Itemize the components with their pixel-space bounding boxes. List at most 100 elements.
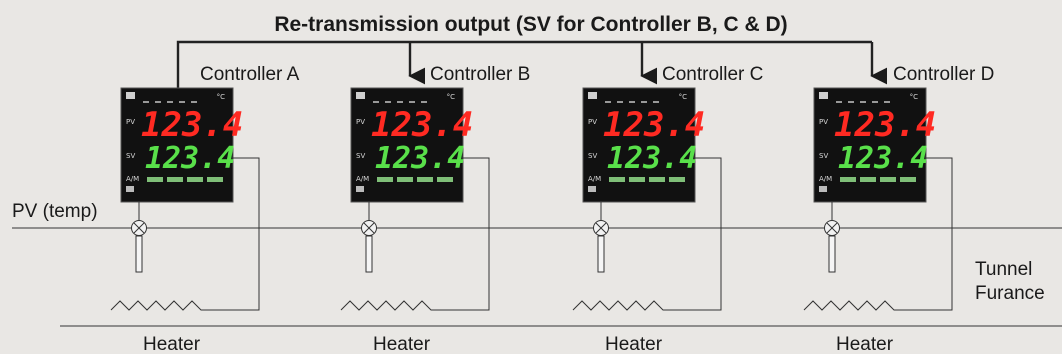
sensor-probe (828, 235, 836, 273)
status-lamp (836, 101, 842, 103)
panel-key (900, 177, 916, 182)
status-lamp (409, 101, 415, 103)
am-key: A/M (588, 175, 601, 183)
unit-indicator: °C (679, 93, 688, 101)
status-lamp (641, 101, 647, 103)
panel-key (880, 177, 896, 182)
brand-logo (819, 92, 828, 99)
status-lamp (167, 101, 173, 103)
panel-key (629, 177, 645, 182)
panel-button (126, 186, 134, 192)
tunnel-label: Tunnel (975, 259, 1032, 280)
am-key: A/M (126, 175, 139, 183)
sv-tag: SV (819, 152, 828, 160)
status-lamp (653, 101, 659, 103)
diagram-title: Re-transmission output (SV for Controlle… (274, 13, 787, 36)
panel-button (819, 186, 827, 192)
heater-label: Heater (373, 334, 431, 354)
panel-button (356, 186, 364, 192)
pv-tag: PV (356, 118, 365, 126)
am-key: A/M (356, 175, 369, 183)
heater-element (803, 300, 906, 311)
pv-display: 123.4 (834, 105, 936, 145)
status-lamp (179, 101, 185, 103)
controller-panel (350, 87, 464, 203)
unit-indicator: °C (910, 93, 919, 101)
status-lamp (397, 101, 403, 103)
sv-tag: SV (356, 152, 365, 160)
pv-tag: PV (588, 118, 597, 126)
heater-element (340, 300, 443, 311)
status-lamp (605, 101, 611, 103)
controller-d-label: Controller D (893, 64, 994, 85)
status-lamp (143, 101, 149, 103)
heater-label: Heater (836, 334, 894, 354)
sensor-cross-b (133, 222, 145, 234)
controller-panel (120, 87, 234, 203)
pv-display: 123.4 (603, 105, 705, 145)
controller-panel (582, 87, 696, 203)
panel-key (649, 177, 665, 182)
heater-label: Heater (605, 334, 663, 354)
panel-key (187, 177, 203, 182)
sensor-probe (135, 235, 143, 273)
controller-c-label: Controller C (662, 64, 763, 85)
status-lamp (421, 101, 427, 103)
brand-logo (126, 92, 135, 99)
panel-button (588, 186, 596, 192)
output-wire (675, 157, 722, 311)
status-lamp (848, 101, 854, 103)
sensor-probe (365, 235, 373, 273)
sv-display: 123.4 (145, 141, 235, 176)
status-lamp (617, 101, 623, 103)
status-lamp (385, 101, 391, 103)
sensor-probe (597, 235, 605, 273)
sensor-cross-b (826, 222, 838, 234)
status-lamp (884, 101, 890, 103)
panel-key (377, 177, 393, 182)
status-lamp (155, 101, 161, 103)
sensor-cross-b (595, 222, 607, 234)
status-lamp (191, 101, 197, 103)
panel-key (669, 177, 685, 182)
status-lamp (629, 101, 635, 103)
pv-tag: PV (819, 118, 828, 126)
status-lamp (872, 101, 878, 103)
pv-display: 123.4 (371, 105, 473, 145)
sv-display: 123.4 (838, 141, 928, 176)
retransmission-bus (176, 40, 888, 88)
panel-key (840, 177, 856, 182)
status-lamp (860, 101, 866, 103)
brand-logo (356, 92, 365, 99)
status-lamp (373, 101, 379, 103)
heater-label: Heater (143, 334, 201, 354)
furnace-label: Furance (975, 283, 1045, 304)
panel-key (207, 177, 223, 182)
sensor-cross-b (363, 222, 375, 234)
sv-tag: SV (126, 152, 135, 160)
output-wire (906, 157, 953, 311)
controller-a-label: Controller A (200, 64, 300, 85)
panel-key (609, 177, 625, 182)
unit-indicator: °C (217, 93, 226, 101)
panel-key (437, 177, 453, 182)
output-wire (213, 157, 260, 311)
heater-element (572, 300, 675, 311)
sv-display: 123.4 (375, 141, 465, 176)
sv-tag: SV (588, 152, 597, 160)
panel-key (167, 177, 183, 182)
panel-key (860, 177, 876, 182)
output-wire (443, 157, 490, 311)
panel-key (147, 177, 163, 182)
controller-b-label: Controller B (430, 64, 530, 85)
controller-panel (813, 87, 927, 203)
pv-display: 123.4 (141, 105, 243, 145)
heater-element (110, 300, 213, 311)
unit-indicator: °C (447, 93, 456, 101)
